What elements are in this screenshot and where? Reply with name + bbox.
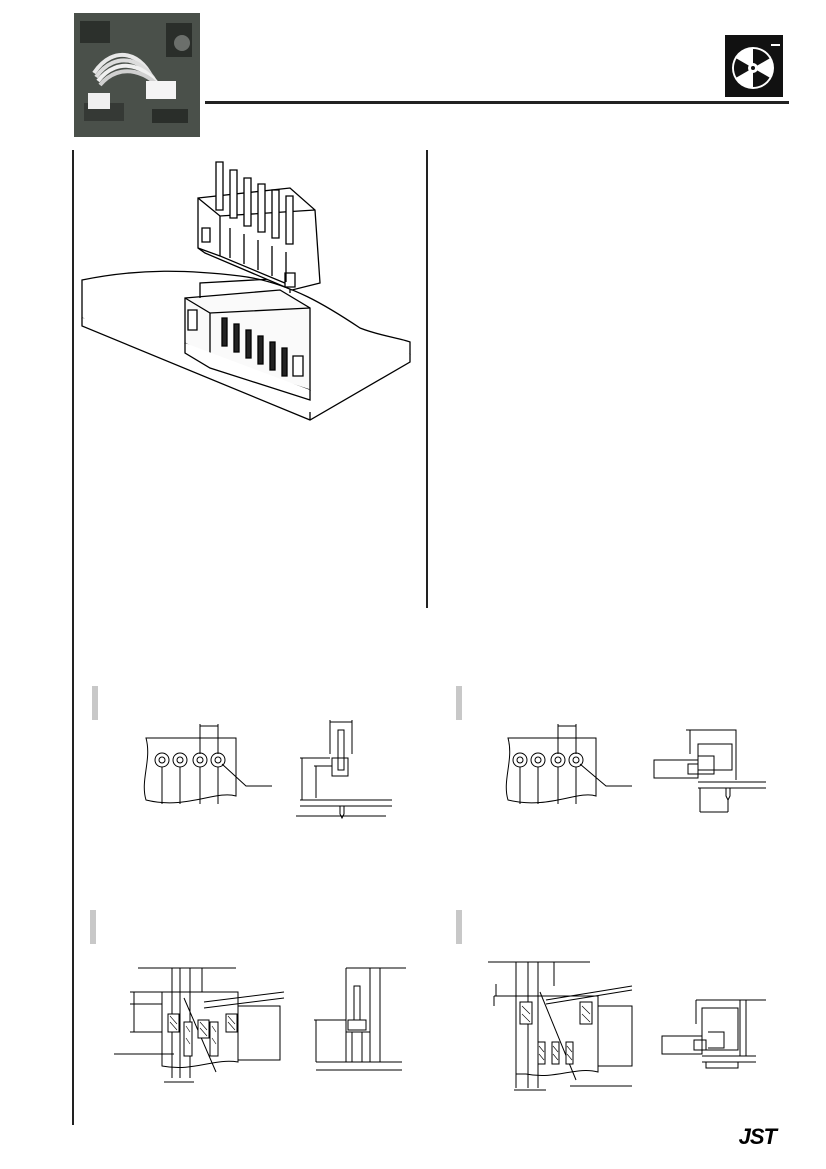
brand-logo: JST <box>738 1124 777 1149</box>
reel-badge <box>725 35 783 97</box>
pcb-layout-diagram-1 <box>126 720 276 810</box>
section-marker-2 <box>456 686 462 720</box>
mounting-side-view-1 <box>296 718 396 820</box>
section-marker-4 <box>456 910 462 944</box>
mounting-side-view-4 <box>658 996 770 1070</box>
left-margin-rule <box>72 150 74 1125</box>
mounting-side-view-2 <box>650 726 770 818</box>
mounting-side-view-3 <box>312 966 408 1070</box>
pcb-layout-diagram-2 <box>488 720 638 810</box>
pcb-layout-diagram-3 <box>114 962 290 1086</box>
section-marker-3 <box>90 910 96 944</box>
product-photo <box>74 13 200 137</box>
header-rule <box>205 101 789 104</box>
reel-icon <box>732 44 780 89</box>
pcb-layout-diagram-4 <box>486 956 636 1096</box>
connector-illustration <box>80 158 415 420</box>
section-marker-1 <box>92 686 98 720</box>
harness-photo-graphic <box>74 13 200 137</box>
column-divider-rule <box>426 150 428 608</box>
